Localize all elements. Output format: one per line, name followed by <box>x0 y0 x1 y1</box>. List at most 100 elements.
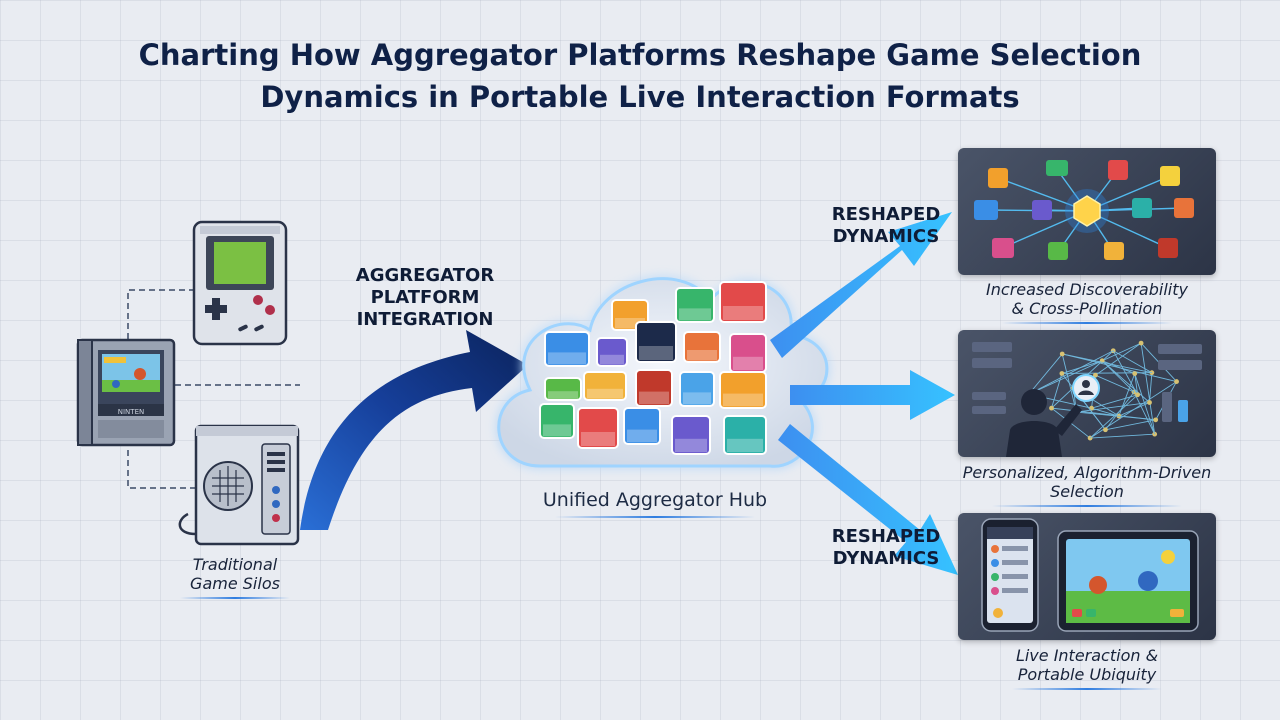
game-tile <box>719 371 767 409</box>
network-node <box>1059 351 1065 357</box>
silo-connectors <box>127 289 300 489</box>
outcome-2-underline <box>992 505 1182 507</box>
user-silhouette-icon <box>1006 389 1082 457</box>
silos-caption-underline <box>180 597 290 599</box>
game-tile-detail <box>600 354 624 365</box>
network-link <box>1134 373 1139 395</box>
outcome-3-underline <box>1012 688 1162 690</box>
game-tile <box>683 331 721 363</box>
outcome-3-line-2: Portable Ubiquity <box>1017 665 1157 684</box>
silos-caption-line-2: Game Silos <box>190 574 280 593</box>
tablet-icon <box>1057 530 1199 632</box>
game-tile <box>539 403 575 439</box>
game-tile <box>635 321 677 363</box>
outcome-1-line-1: Increased Discoverability <box>986 280 1188 299</box>
algorithm-network-graphic <box>972 340 1202 457</box>
hub-caption-text: Unified Aggregator Hub <box>542 489 768 511</box>
reshape-arrow-middle <box>790 370 955 420</box>
handheld-console-icon <box>192 220 288 346</box>
game-tile <box>671 415 711 455</box>
outcome-caption-1: Increased Discoverability & Cross-Pollin… <box>958 280 1216 324</box>
silos-caption: Traditional Game Silos <box>150 555 320 599</box>
game-tile <box>577 407 619 449</box>
game-network-graphic <box>974 160 1194 260</box>
integration-arrow <box>300 330 528 530</box>
network-link <box>1095 374 1135 393</box>
network-link <box>1090 433 1155 439</box>
title-line-1: Charting How Aggregator Platforms Reshap… <box>138 38 1142 72</box>
network-link <box>1028 353 1063 395</box>
network-link <box>1113 350 1153 374</box>
reshaped-bottom-line-1: RESHAPED <box>831 526 941 547</box>
network-link <box>1133 391 1156 435</box>
connector-pc <box>127 440 195 489</box>
outcome-2-line-1: Personalized, Algorithm-Driven <box>962 463 1212 482</box>
network-node <box>1153 417 1159 423</box>
network-node <box>1138 340 1144 346</box>
network-link <box>1028 342 1142 395</box>
devices-graphic <box>981 518 1199 632</box>
reshaped-top-line-1: RESHAPED <box>831 204 941 225</box>
network-nodes <box>974 160 1194 260</box>
game-tile <box>679 371 715 407</box>
network-link <box>1118 402 1150 417</box>
game-tile-detail <box>587 388 623 399</box>
hub-caption-underline <box>555 516 755 518</box>
game-tile <box>544 331 590 367</box>
network-node <box>1103 427 1108 433</box>
network-node <box>1049 405 1054 411</box>
integration-line-2: PLATFORM <box>370 287 480 308</box>
network-link <box>1062 353 1152 374</box>
game-tile <box>675 287 715 323</box>
cartridge-label: NINTEN <box>118 408 144 416</box>
personalization-panel <box>958 330 1216 457</box>
game-tile-detail <box>548 391 578 399</box>
network-link <box>1061 353 1077 413</box>
network-node <box>1093 372 1098 378</box>
game-tile-detail <box>639 391 669 405</box>
network-link <box>1134 373 1156 435</box>
outcome-caption-3: Live Interaction & Portable Ubiquity <box>958 646 1216 690</box>
outcome-1-line-2: & Cross-Pollination <box>1011 299 1163 318</box>
game-tile <box>635 369 673 407</box>
outcome-2-line-2: Selection <box>1050 482 1124 501</box>
network-link <box>1112 350 1139 395</box>
game-tile-detail <box>639 346 673 360</box>
reshaped-dynamics-label-bottom: RESHAPED DYNAMICS <box>818 526 954 570</box>
integration-line-1: AGGREGATOR <box>355 265 495 286</box>
outcome-caption-2: Personalized, Algorithm-Driven Selection <box>948 463 1226 507</box>
game-tile-grid <box>539 281 767 455</box>
game-tile-detail <box>615 318 645 329</box>
title-line-2: Dynamics in Portable Live Interaction Fo… <box>260 80 1020 114</box>
game-tile-detail <box>727 438 763 453</box>
smartphone-icon <box>981 518 1039 632</box>
network-node <box>1132 371 1138 377</box>
reshaped-dynamics-label-top: RESHAPED DYNAMICS <box>818 204 954 248</box>
network-node <box>1174 379 1179 384</box>
game-tile <box>544 377 582 401</box>
network-link <box>1102 360 1135 375</box>
game-tile-detail <box>627 429 657 443</box>
game-tile <box>623 407 661 445</box>
network-node <box>1149 370 1155 376</box>
game-tile-detail <box>687 350 717 361</box>
game-tile-detail <box>581 432 615 446</box>
network-link <box>1089 394 1138 439</box>
integration-label: AGGREGATOR PLATFORM INTEGRATION <box>330 265 520 331</box>
game-tile-detail <box>723 306 763 320</box>
game-tile <box>596 337 628 367</box>
game-tile-detail <box>733 356 763 371</box>
reshaped-top-line-2: DYNAMICS <box>832 226 940 247</box>
hub-caption: Unified Aggregator Hub <box>500 488 810 518</box>
network-link <box>1101 360 1135 393</box>
integration-line-3: INTEGRATION <box>356 309 494 330</box>
outcome-1-underline <box>1002 322 1172 324</box>
game-tile-detail <box>675 438 707 453</box>
network-link <box>1091 407 1120 417</box>
game-tile-detail <box>723 393 763 407</box>
network-link <box>1149 372 1153 403</box>
reshape-arrow-bottom <box>778 424 958 575</box>
reshape-arrow-top <box>770 212 952 358</box>
network-link <box>1028 350 1114 395</box>
game-tile-detail <box>683 392 711 405</box>
